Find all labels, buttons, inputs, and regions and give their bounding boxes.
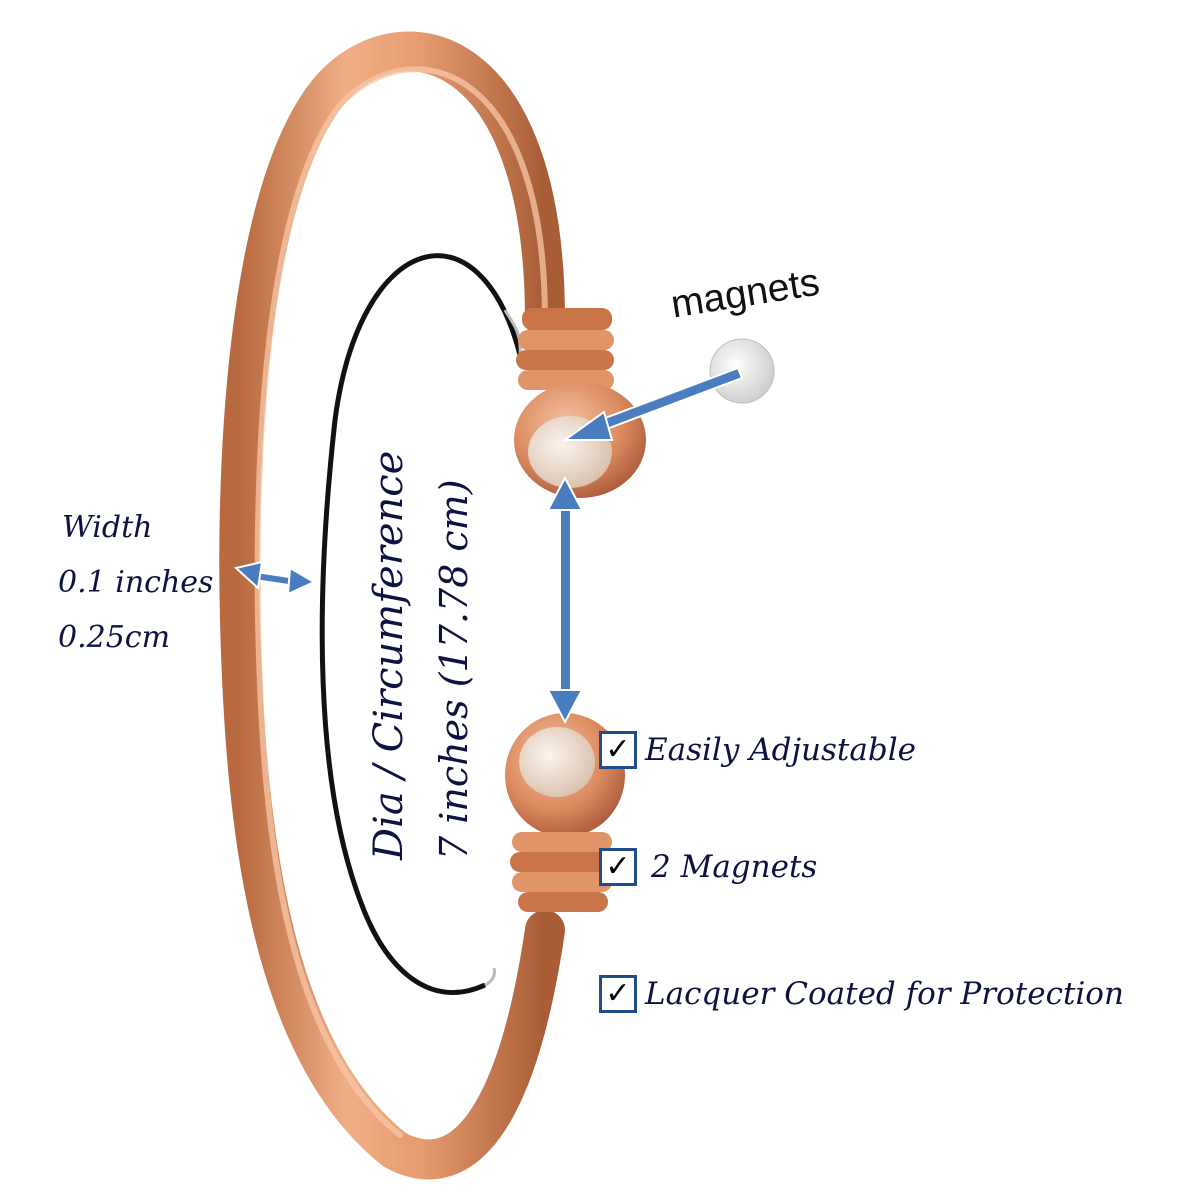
checkbox-checked-icon: ✓ — [599, 731, 637, 769]
inner-wire — [319, 253, 523, 995]
diameter-title: Dia / Circumference — [366, 450, 412, 860]
bottom-magnet-face — [519, 727, 595, 797]
width-arrow — [233, 560, 317, 596]
bottom-terminal — [505, 713, 625, 912]
feature-2-magnets: ✓ 2 Magnets — [599, 848, 817, 886]
width-inches: 0.1 inches — [58, 565, 214, 600]
loose-magnet — [709, 338, 775, 404]
checkbox-checked-icon: ✓ — [599, 848, 637, 886]
top-terminal — [514, 308, 646, 498]
copper-bangle — [219, 31, 565, 1180]
feature-label: 2 Magnets — [651, 849, 818, 885]
inner-wire-end-top — [503, 309, 522, 356]
width-title: Width — [62, 510, 153, 545]
inner-wire-end-bottom — [484, 967, 496, 987]
magnet-pointer-arrow — [561, 366, 744, 441]
diameter-size: 7 inches (17.78 cm) — [432, 479, 476, 860]
feature-easily-adjustable: ✓ Easily Adjustable — [599, 731, 916, 769]
copper-highlight — [254, 66, 548, 1138]
width-cm: 0.25cm — [58, 620, 171, 655]
diameter-arrow — [546, 475, 584, 725]
feature-lacquer-coated: ✓ Lacquer Coated for Protection — [599, 975, 1124, 1013]
checkbox-checked-icon: ✓ — [599, 975, 637, 1013]
feature-label: Easily Adjustable — [645, 732, 916, 768]
feature-label: Lacquer Coated for Protection — [645, 976, 1124, 1012]
